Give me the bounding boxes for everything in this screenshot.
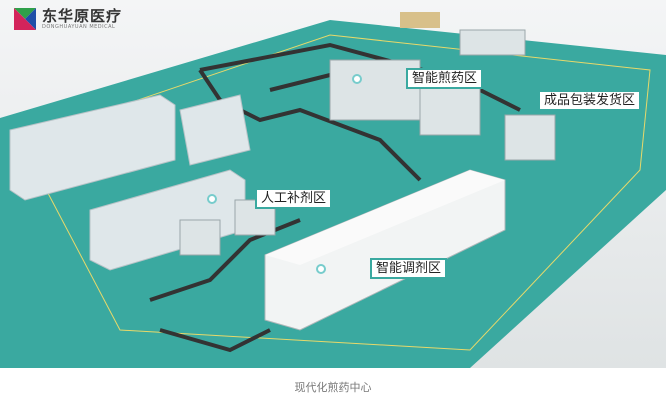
factory-illustration <box>0 0 666 368</box>
label-decoction-area: 智能煎药区 <box>352 68 484 89</box>
label-text: 成品包装发货区 <box>538 90 642 111</box>
label-text: 人工补剂区 <box>255 188 333 209</box>
location-pin-icon <box>207 193 217 204</box>
image-caption: 现代化煎药中心 <box>294 381 372 394</box>
brand-subtitle: DONGHUAYUAN MEDICAL <box>42 24 116 30</box>
label-text: 智能煎药区 <box>406 68 484 89</box>
location-pin-icon <box>316 263 326 274</box>
machines <box>179 29 556 256</box>
logo-icon <box>14 8 36 30</box>
shelves <box>9 94 251 271</box>
label-dispensing-area: 智能调剂区 <box>316 258 448 279</box>
dispensing-building <box>264 169 506 331</box>
brand-logo: 东华原医疗 DONGHUAYUAN MEDICAL <box>14 8 122 30</box>
location-pin-icon <box>352 73 362 84</box>
brand-name: 东华原医疗 <box>42 7 123 25</box>
label-text: 智能调剂区 <box>370 258 448 279</box>
label-manual-area: 人工补剂区 <box>207 188 333 209</box>
label-packaging-area: 成品包装发货区 <box>538 90 642 111</box>
